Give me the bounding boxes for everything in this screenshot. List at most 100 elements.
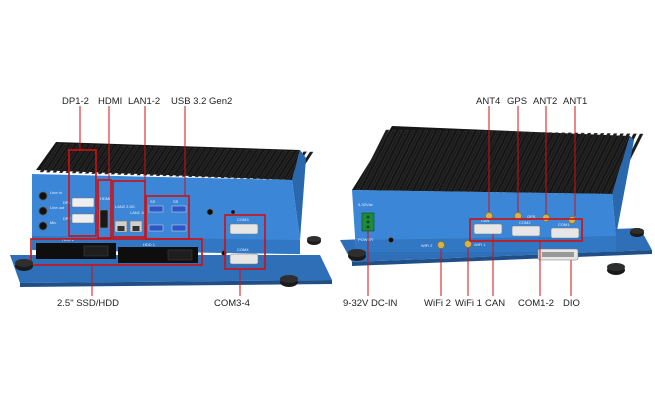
com1-port	[550, 227, 580, 239]
dp2-port	[71, 213, 95, 224]
heatsink-fin	[175, 148, 198, 177]
heatsink-fin	[110, 146, 133, 175]
ssd-bays: HDD 2 HDD 1	[36, 237, 198, 263]
audio-jacks: Line in Line out Mic	[38, 190, 65, 231]
heatsink-fin	[394, 130, 429, 191]
ant2-label: ANT2	[533, 96, 557, 107]
hdmi-port	[99, 209, 109, 229]
right-chassis-front	[352, 190, 616, 252]
usb-port-4	[171, 224, 187, 232]
heatsink-fin	[362, 129, 396, 191]
heatsink-fin	[388, 130, 422, 191]
com3-port	[229, 223, 259, 235]
wifi1-connector	[464, 240, 472, 248]
heatsink-fin	[472, 131, 507, 193]
dp1-port	[71, 197, 95, 208]
heatsink-fin	[162, 147, 185, 177]
wifi2-panel-label: WiFi 2	[421, 243, 433, 248]
heatsink-fin	[214, 149, 236, 178]
heatsink-fin	[39, 143, 62, 173]
heatsink-fin	[259, 150, 282, 180]
heatsink-fin	[433, 130, 468, 192]
heatsink-fin	[130, 146, 152, 176]
dp-ports: DP1 DP2	[63, 197, 95, 224]
left-chassis-side	[292, 150, 306, 240]
mic-label: Mic	[50, 220, 56, 225]
ant2-connector	[542, 214, 550, 222]
heatsink-fin	[583, 133, 618, 194]
lan-label: LAN1-2	[128, 96, 160, 107]
heatsink-fin	[91, 145, 114, 174]
heatsink-fin	[246, 150, 269, 179]
heatsink-fin	[239, 150, 262, 179]
heatsink-fin	[531, 132, 566, 194]
heatsink-fin	[498, 132, 533, 193]
com12-label: COM1-2	[518, 298, 554, 309]
com34-callout-box	[224, 214, 266, 270]
hdmi-panel-label: HDMI	[100, 196, 110, 201]
heatsink-fin	[226, 149, 249, 179]
heatsink-fin	[233, 149, 256, 179]
heatsink-fin	[149, 147, 172, 176]
usb-port-3	[171, 205, 187, 213]
heatsink-fin	[505, 132, 540, 193]
hdmi-callout-box	[97, 179, 112, 239]
wifi1-label: WiFi 1	[455, 298, 482, 309]
com3-label: COM3	[237, 217, 249, 222]
usb-ss-label-b: SS	[173, 199, 179, 204]
usb-ports: SS SS	[148, 199, 187, 232]
right-chassis-side	[612, 136, 634, 236]
hdmi-port-group: HDMI	[99, 196, 110, 229]
heatsink-fin	[407, 130, 442, 192]
can-label: CAN	[485, 298, 505, 309]
lan2-label: LAN2 2.5G	[115, 204, 135, 209]
heatsink-fin	[524, 132, 559, 193]
dp-label: DP1-2	[62, 96, 89, 107]
heatsink-fin	[427, 130, 462, 192]
dio-label: DIO	[563, 298, 580, 309]
heatsink-fin	[479, 131, 514, 193]
wifi-antennas: WiFi 2 WiFi 1	[421, 240, 486, 249]
com1-panel-label: COM1	[558, 222, 570, 227]
usb-ss-label-a: SS	[150, 199, 156, 204]
dc-panel-label: 9-32Vdc	[358, 202, 373, 207]
heatsink-fin	[518, 132, 553, 193]
heatsink-fin	[550, 132, 585, 194]
wifi1-panel-label: WiFi 1	[474, 242, 486, 247]
ant1-label: ANT1	[563, 96, 587, 107]
left-unit: Line in Line out Mic DP1 DP2 HDMI LAN2 2…	[10, 96, 332, 309]
heatsink-fin	[544, 132, 579, 194]
lan-ports: LAN2 2.5G LAN1 1G	[114, 204, 146, 233]
usb-port-2	[148, 224, 164, 232]
heatsink-fin	[414, 130, 449, 192]
heatsink-fin	[466, 131, 501, 192]
heatsink-fin	[252, 150, 275, 180]
heatsink-fin	[459, 131, 494, 192]
heatsink-fin	[570, 133, 605, 194]
heatsink-fin	[590, 133, 624, 194]
wifi2-connector	[437, 241, 445, 249]
ssd-label: 2.5" SSD/HDD	[57, 298, 119, 309]
heatsink-fin	[440, 131, 475, 192]
wifi2-label: WiFi 2	[424, 298, 451, 309]
right-unit: 9-32Vdc POWER GPS WiFi 2 WiFi 1 CAN COM2	[340, 96, 652, 309]
power-switch-icon	[388, 237, 394, 243]
lan-callout-box	[112, 180, 146, 238]
heatsink-fin	[420, 130, 455, 192]
dc-in-terminal: 9-32Vdc POWER	[358, 202, 394, 243]
lan1-label: LAN1 1G	[130, 210, 146, 215]
heatsink-fin	[46, 143, 68, 173]
heatsink-fin	[201, 148, 223, 178]
power-panel-label: POWER	[358, 237, 373, 242]
can-com-ports: CAN COM2 COM1	[473, 218, 580, 239]
ssd-callout-box	[30, 238, 203, 266]
left-heatsink	[36, 142, 314, 181]
com34-label: COM3-4	[214, 298, 250, 309]
heatsink-fin	[485, 131, 520, 193]
heatsink-fin	[117, 146, 139, 175]
line-out-jack	[38, 206, 48, 216]
heatsink-fin	[155, 147, 178, 176]
com4-port	[229, 253, 259, 265]
right-heatsink	[352, 126, 644, 195]
